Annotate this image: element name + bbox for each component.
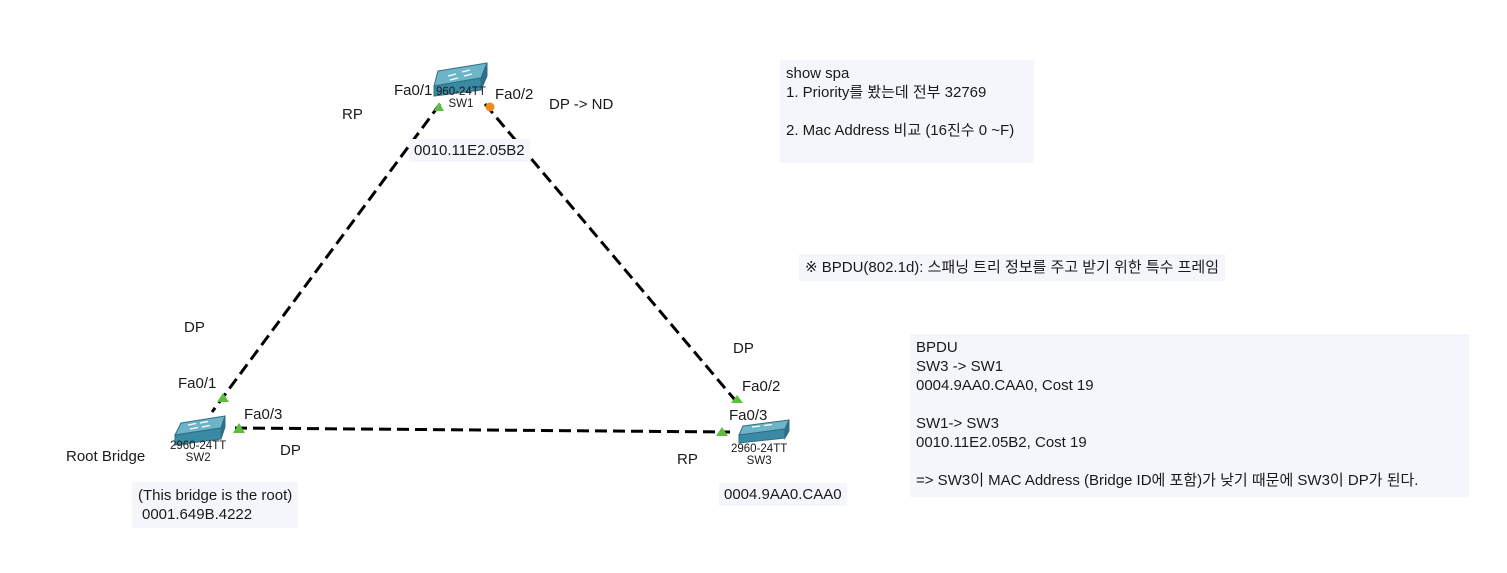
sw1-label: 960-24TT SW1 bbox=[436, 86, 486, 110]
sw1-mac: 0010.11E2.05B2 bbox=[409, 139, 530, 162]
sw1-fa02-role: DP -> ND bbox=[549, 96, 614, 113]
sw3-fa03-role: RP bbox=[677, 451, 698, 468]
sw3-fa02-label: Fa0/2 bbox=[742, 378, 781, 395]
port-indicator-sw2-fa03 bbox=[233, 423, 245, 433]
bpdu-comparison-note: BPDU SW3 -> SW1 0004.9AA0.CAA0, Cost 19 … bbox=[910, 334, 1469, 497]
sw3-mac: 0004.9AA0.CAA0 bbox=[719, 483, 847, 506]
port-indicator-sw3-fa02 bbox=[731, 395, 743, 403]
sw2-fa01-label: Fa0/1 bbox=[178, 375, 217, 392]
sw3-label: 2960-24TT SW3 bbox=[731, 443, 787, 467]
sw1-name: SW1 bbox=[448, 98, 474, 110]
sw2-label: 2960-24TT SW2 bbox=[170, 440, 226, 464]
link-sw1-sw2 bbox=[210, 103, 442, 413]
sw3-name: SW3 bbox=[746, 455, 772, 467]
sw3-fa02-role: DP bbox=[733, 340, 754, 357]
sw2-mac: 0001.649B.4222 bbox=[142, 506, 253, 523]
port-indicator-sw1-fa01 bbox=[434, 102, 444, 111]
port-indicator-sw3-fa03 bbox=[716, 427, 728, 436]
sw2-fa03-label: Fa0/3 bbox=[244, 406, 283, 423]
sw2-switch-icon[interactable] bbox=[174, 415, 226, 446]
sw2-fa03-role: DP bbox=[280, 442, 301, 459]
sw2-model: 2960-24TT bbox=[170, 440, 227, 452]
sw3-fa03-label: Fa0/3 bbox=[729, 407, 768, 424]
sw2-name: SW2 bbox=[185, 452, 211, 464]
bpdu-definition-note: ※ BPDU(802.1d): 스패닝 트리 정보를 주고 받기 위한 특수 프… bbox=[799, 254, 1225, 281]
root-bridge-label: Root Bridge bbox=[66, 448, 146, 465]
sw2-fa01-role: DP bbox=[184, 319, 205, 336]
sw3-model: 2960-24TT bbox=[731, 443, 788, 455]
sw1-switch-icon[interactable] bbox=[433, 62, 488, 97]
sw1-fa01-label: Fa0/1 bbox=[394, 82, 433, 99]
sw1-fa02-label: Fa0/2 bbox=[495, 86, 534, 103]
port-indicator-sw1-fa02 bbox=[485, 102, 495, 112]
link-sw2-sw3 bbox=[234, 426, 731, 434]
show-spa-note: show spa 1. Priority를 봤는데 전부 32769 2. Ma… bbox=[780, 60, 1034, 163]
sw2-root-note: (This bridge is the root) bbox=[138, 487, 293, 504]
sw1-fa01-role: RP bbox=[342, 106, 363, 123]
sw1-model: 960-24TT bbox=[436, 86, 486, 98]
port-indicator-sw2-fa01 bbox=[217, 393, 229, 402]
sw3-switch-icon[interactable] bbox=[738, 419, 790, 444]
sw2-info-box: (This bridge is the root) 0001.649B.4222 bbox=[132, 482, 299, 528]
